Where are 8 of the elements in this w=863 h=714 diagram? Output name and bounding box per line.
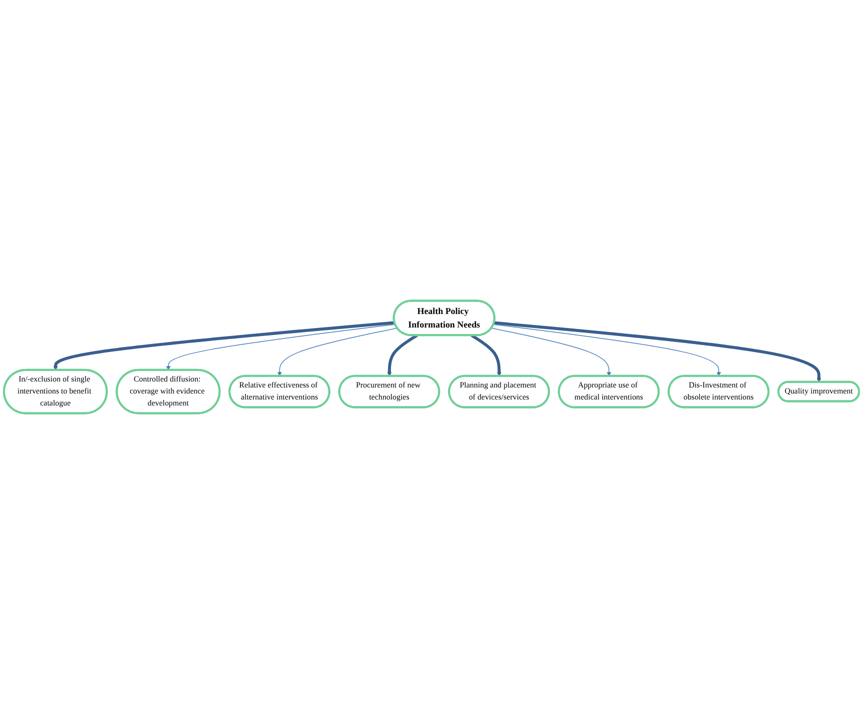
arrow <box>166 324 396 370</box>
arrow <box>53 321 395 370</box>
arrow <box>493 324 721 376</box>
arrow <box>387 334 418 376</box>
arrow <box>470 334 502 376</box>
arrow <box>494 321 822 382</box>
arrow <box>491 328 612 376</box>
arrow <box>277 328 398 376</box>
